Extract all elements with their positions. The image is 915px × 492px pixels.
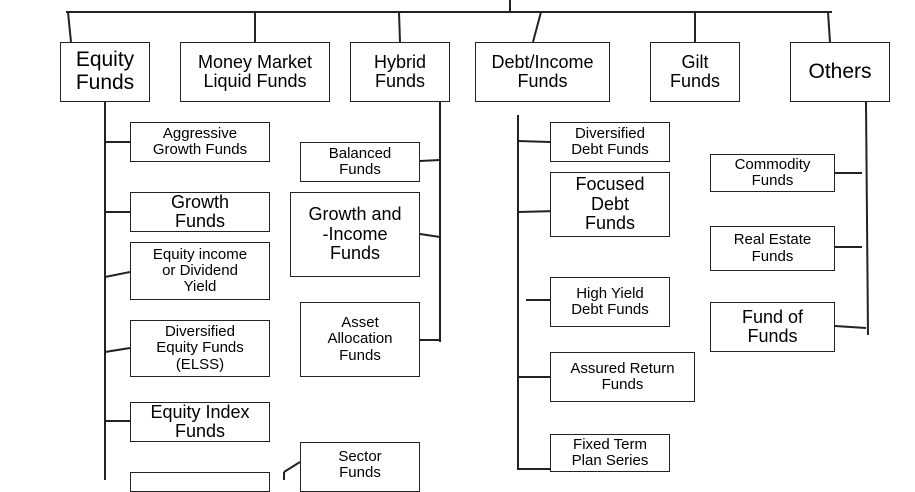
equity-item-equity-income: Equity income or Dividend Yield [130,242,270,300]
others-item-commodity: Commodity Funds [710,154,835,192]
equity-item-growth: Growth Funds [130,192,270,232]
hybrid-item-sector: Sector Funds [300,442,420,492]
hybrid-item-balanced: Balanced Funds [300,142,420,182]
equity-item-diversified-elss: Diversified Equity Funds (ELSS) [130,320,270,377]
equity-item-cutoff [130,472,270,492]
category-money-market-funds: Money Market Liquid Funds [180,42,330,102]
hybrid-item-asset-allocation: Asset Allocation Funds [300,302,420,377]
debt-item-fixed-term: Fixed Term Plan Series [550,434,670,472]
category-hybrid-funds: Hybrid Funds [350,42,450,102]
category-equity-funds: Equity Funds [60,42,150,102]
debt-item-high-yield: High Yield Debt Funds [550,277,670,327]
category-others: Others [790,42,890,102]
category-gilt-funds: Gilt Funds [650,42,740,102]
debt-item-focused: Focused Debt Funds [550,172,670,237]
others-item-real-estate: Real Estate Funds [710,226,835,271]
debt-item-diversified: Diversified Debt Funds [550,122,670,162]
category-debt-income-funds: Debt/Income Funds [475,42,610,102]
others-item-fund-of-funds: Fund of Funds [710,302,835,352]
equity-item-index: Equity Index Funds [130,402,270,442]
hybrid-item-growth-income: Growth and -Income Funds [290,192,420,277]
equity-item-aggressive-growth: Aggressive Growth Funds [130,122,270,162]
debt-item-assured-return: Assured Return Funds [550,352,695,402]
